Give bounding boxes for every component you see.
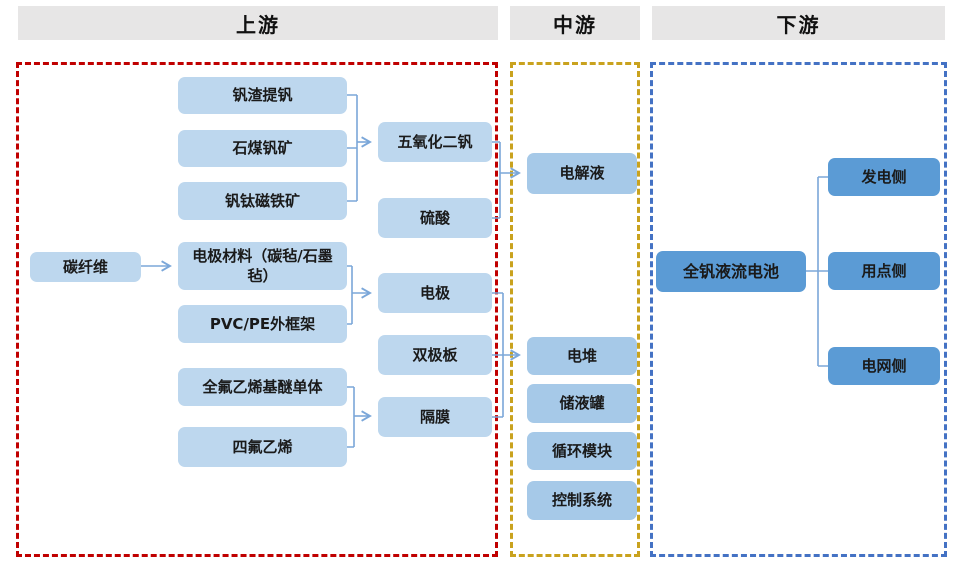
header-midstream: 中游 [510, 6, 640, 40]
header-upstream: 上游 [18, 6, 498, 40]
node-control-system: 控制系统 [527, 481, 637, 520]
node-pvc-pe-frame: PVC/PE外框架 [178, 305, 347, 343]
node-vtm-ore: 钒钛磁铁矿 [178, 182, 347, 220]
node-vanadium-slag: 钒渣提钒 [178, 77, 347, 114]
header-downstream: 下游 [652, 6, 945, 40]
node-consumption-side: 用点侧 [828, 252, 940, 290]
midstream-zone-frame [510, 62, 640, 557]
node-stack: 电堆 [527, 337, 637, 375]
node-sulfuric-acid: 硫酸 [378, 198, 492, 238]
node-tfe: 四氟乙烯 [178, 427, 347, 467]
node-vrfb: 全钒液流电池 [656, 251, 806, 292]
node-grid-side: 电网侧 [828, 347, 940, 385]
node-electrolyte: 电解液 [527, 153, 637, 194]
node-v2o5: 五氧化二钒 [378, 122, 492, 162]
node-storage-tank: 储液罐 [527, 384, 637, 423]
node-bipolar-plate: 双极板 [378, 335, 492, 375]
node-membrane: 隔膜 [378, 397, 492, 437]
node-carbon-fiber: 碳纤维 [30, 252, 141, 282]
node-circulation-module: 循环模块 [527, 432, 637, 470]
node-pfve-monomer: 全氟乙烯基醚单体 [178, 368, 347, 406]
node-electrode-material: 电极材料（碳毡/石墨毡） [178, 242, 347, 290]
downstream-zone-frame [650, 62, 947, 557]
node-generation-side: 发电侧 [828, 158, 940, 196]
node-electrode: 电极 [378, 273, 492, 313]
node-stone-coal-ore: 石煤钒矿 [178, 130, 347, 167]
